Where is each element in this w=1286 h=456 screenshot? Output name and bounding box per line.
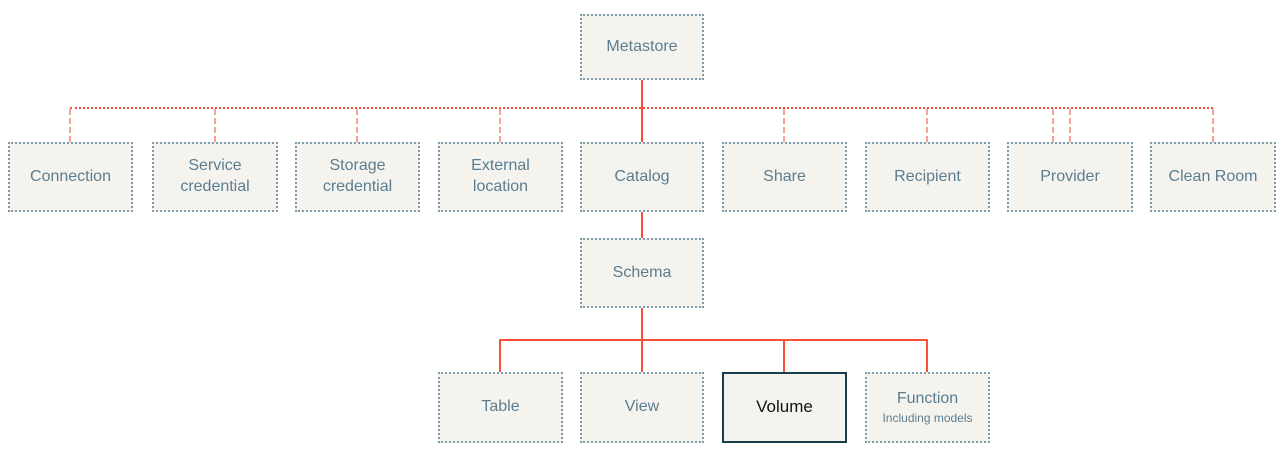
connector-trunk-level4 (499, 339, 928, 341)
connector-drop-share (783, 109, 785, 142)
connector-drop-connection (69, 109, 71, 142)
node-function: Function Including models (865, 372, 990, 443)
node-clean-room: Clean Room (1150, 142, 1276, 212)
connector-catalog-schema (641, 212, 643, 238)
connector-drop-clean-room (1212, 109, 1214, 142)
node-metastore-label: Metastore (606, 37, 678, 55)
node-catalog: Catalog (580, 142, 704, 212)
node-function-label: Function (896, 389, 959, 407)
node-volume-label: Volume (756, 397, 813, 417)
connector-metastore-catalog (641, 80, 643, 142)
connector-drop-external-location (499, 109, 501, 142)
node-volume-highlighted: Volume (722, 372, 847, 443)
connector-drop-provider (1069, 109, 1071, 142)
node-connection-label: Connection (30, 167, 111, 185)
node-service-credential: Service credential (152, 142, 278, 212)
node-schema: Schema (580, 238, 704, 308)
node-storage-credential: Storage credential (295, 142, 420, 212)
node-schema-label: Schema (612, 263, 672, 281)
node-recipient: Recipient (865, 142, 990, 212)
connector-drop-service-credential (214, 109, 216, 142)
node-external-location: External location (438, 142, 563, 212)
node-recipient-label: Recipient (894, 167, 961, 185)
node-provider: Provider (1007, 142, 1133, 212)
connector-drop-volume (783, 341, 785, 372)
node-table-label: Table (481, 398, 520, 416)
node-view: View (580, 372, 704, 443)
connector-drop-function (926, 341, 928, 372)
node-share-label: Share (763, 167, 806, 185)
connector-drop-recipient (926, 109, 928, 142)
node-provider-label: Provider (1040, 167, 1100, 185)
node-view-label: View (624, 398, 660, 416)
node-share: Share (722, 142, 847, 212)
node-metastore: Metastore (580, 14, 704, 80)
node-service-credential-label: Service credential (180, 157, 250, 195)
connector-drop-table (499, 341, 501, 372)
node-clean-room-label: Clean Room (1168, 167, 1258, 185)
connector-drop-storage-credential (356, 109, 358, 142)
node-table: Table (438, 372, 563, 443)
node-storage-credential-label: Storage credential (322, 157, 393, 195)
node-external-location-label: External location (471, 157, 530, 195)
node-catalog-label: Catalog (614, 167, 670, 185)
node-connection: Connection (8, 142, 133, 212)
node-function-sublabel: Including models (882, 410, 973, 425)
connector-drop-provider-left (1052, 109, 1054, 142)
